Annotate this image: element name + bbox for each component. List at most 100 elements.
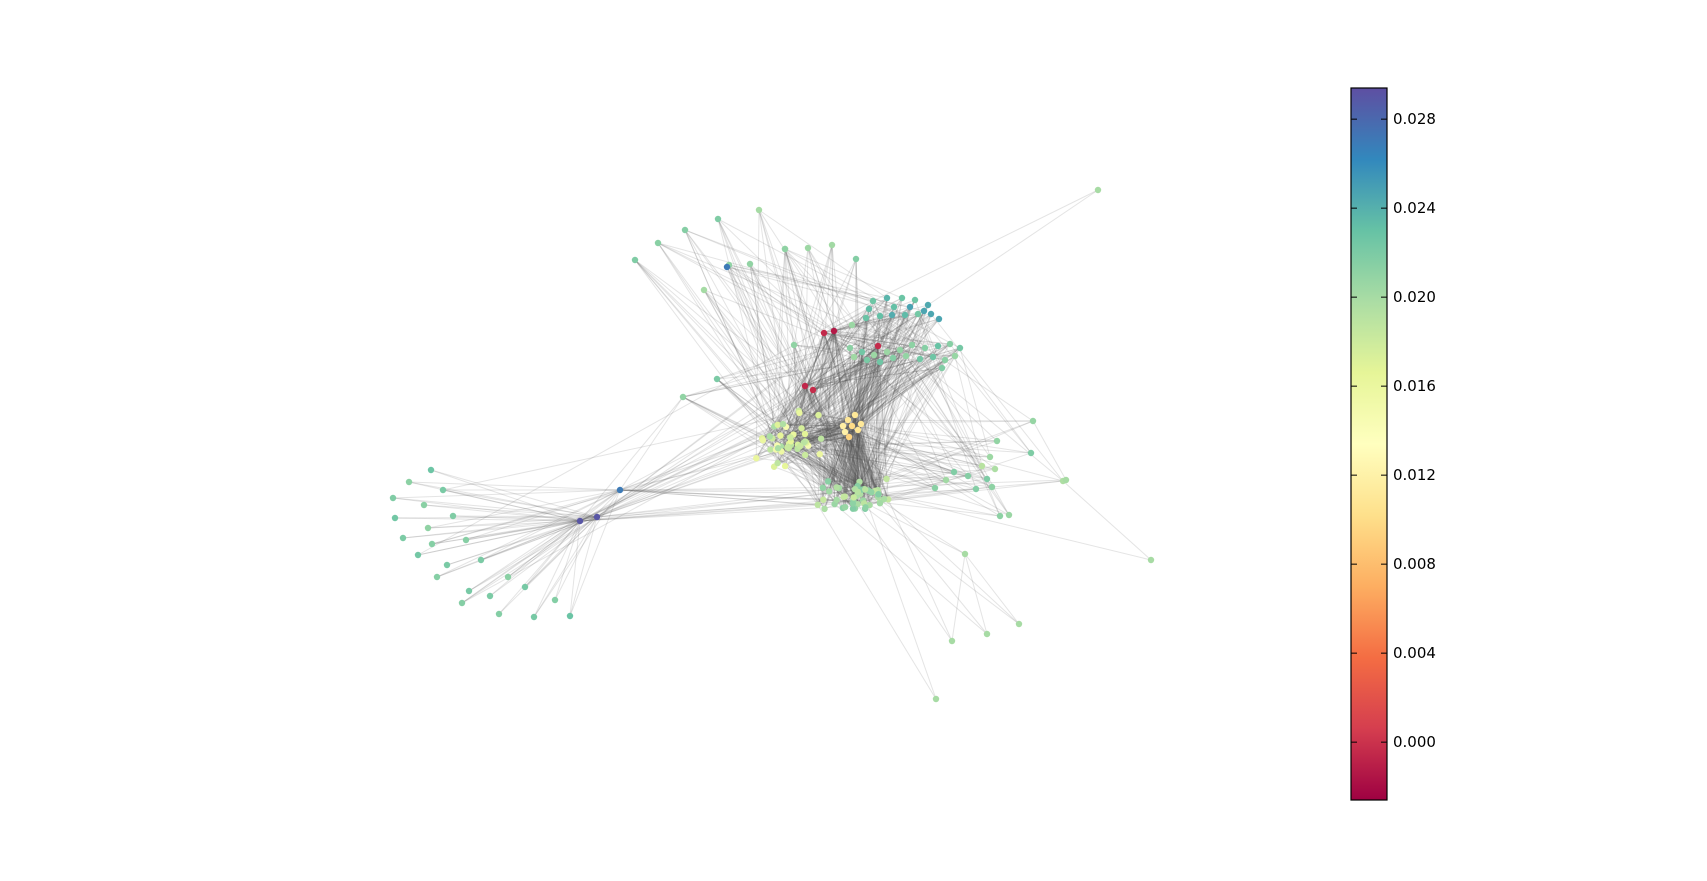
graph-edge	[784, 248, 863, 353]
graph-edge	[799, 445, 877, 492]
graph-edge	[851, 425, 869, 491]
colorbar-tick-label: 0.008	[1393, 555, 1436, 573]
graph-edge	[857, 440, 998, 487]
graph-edge	[828, 347, 851, 492]
graph-node	[1147, 556, 1155, 564]
graph-edge	[838, 429, 859, 489]
graph-edge	[793, 344, 807, 443]
graph-node	[796, 443, 804, 450]
graph-edge	[849, 347, 881, 504]
graph-node	[1005, 511, 1013, 519]
graph-node	[631, 256, 639, 264]
graph-edge	[804, 385, 856, 490]
colorbar-tick-label: 0.004	[1393, 644, 1436, 662]
graph-edge	[860, 297, 888, 425]
graph-edge	[770, 385, 806, 450]
graph-node	[876, 499, 884, 507]
graph-edge	[854, 358, 921, 416]
graph-edge	[823, 332, 926, 349]
graph-edge	[793, 344, 799, 445]
graph-edge	[877, 345, 881, 502]
graph-edge	[634, 259, 838, 501]
graph-edge	[817, 423, 862, 506]
graph-edge	[833, 330, 951, 345]
graph-edge	[793, 344, 869, 491]
graph-edge	[951, 553, 966, 642]
graph-edge	[793, 344, 858, 497]
graph-edge	[812, 389, 864, 490]
graph-node	[934, 342, 942, 350]
graph-edge	[480, 489, 621, 561]
graph-node	[951, 352, 959, 360]
graph-edge	[833, 330, 873, 493]
graph-edge	[854, 306, 895, 416]
graph-edge	[780, 244, 833, 452]
graph-node	[817, 435, 825, 442]
graph-edge	[749, 263, 778, 446]
graph-edge	[842, 425, 845, 497]
graph-edge	[788, 443, 955, 473]
graph-node	[935, 315, 943, 323]
graph-edge	[812, 349, 901, 391]
colorbar-gradient	[1351, 88, 1387, 800]
graph-node	[840, 493, 847, 500]
graph-edge	[417, 300, 874, 556]
graph-edge	[833, 330, 939, 347]
graph-edge	[822, 314, 893, 488]
graph-edge	[854, 358, 921, 416]
graph-edge	[461, 437, 763, 604]
graph-edge	[579, 489, 863, 522]
graph-edge	[799, 445, 858, 505]
graph-edge	[865, 317, 983, 467]
graph-node	[767, 446, 774, 453]
graph-edge	[844, 431, 955, 473]
graph-edge	[879, 315, 993, 488]
graph-edge	[777, 447, 844, 509]
graph-edge	[784, 465, 865, 490]
graph-edge	[865, 317, 881, 504]
graph-edge	[828, 345, 879, 492]
graph-edge	[777, 248, 786, 425]
graph-edge	[857, 429, 947, 481]
graph-edge	[823, 332, 926, 349]
graph-edge	[804, 436, 850, 456]
graph-edge	[877, 306, 911, 495]
graph-edge	[823, 332, 865, 490]
graph-node	[746, 260, 754, 268]
graph-edge	[807, 247, 889, 500]
graph-edge	[596, 445, 801, 518]
graph-edge	[827, 356, 855, 482]
graph-edge	[762, 385, 806, 441]
graph-edge	[769, 324, 853, 437]
graph-edge	[808, 440, 998, 447]
graph-node	[779, 420, 787, 428]
graph-node	[890, 303, 898, 311]
graph-edge	[857, 429, 988, 480]
graph-edge	[859, 304, 929, 495]
colorbar-tick-label: 0.028	[1393, 110, 1436, 128]
graph-edge	[805, 442, 819, 505]
graph-edge	[865, 297, 903, 319]
graph-edge	[877, 315, 881, 347]
graph-edge	[854, 355, 907, 416]
graph-edge	[874, 355, 907, 492]
colorbar-tick-label: 0.024	[1393, 199, 1436, 217]
graph-edge	[524, 516, 598, 588]
graph-edge	[861, 351, 881, 504]
graph-edge	[780, 345, 879, 436]
graph-edge	[812, 389, 864, 501]
graph-edge	[854, 414, 859, 487]
graph-edge	[784, 248, 855, 498]
graph-edge	[392, 489, 621, 499]
graph-edge	[682, 396, 763, 439]
graph-edge	[788, 443, 859, 493]
graph-edge	[833, 330, 869, 491]
graph-edge	[804, 414, 819, 435]
graph-node	[991, 465, 999, 473]
graph-edge	[784, 248, 879, 347]
graph-edge	[773, 297, 903, 468]
graph-edge	[822, 304, 929, 488]
graph-edge	[883, 313, 932, 500]
graph-edge	[761, 347, 961, 439]
